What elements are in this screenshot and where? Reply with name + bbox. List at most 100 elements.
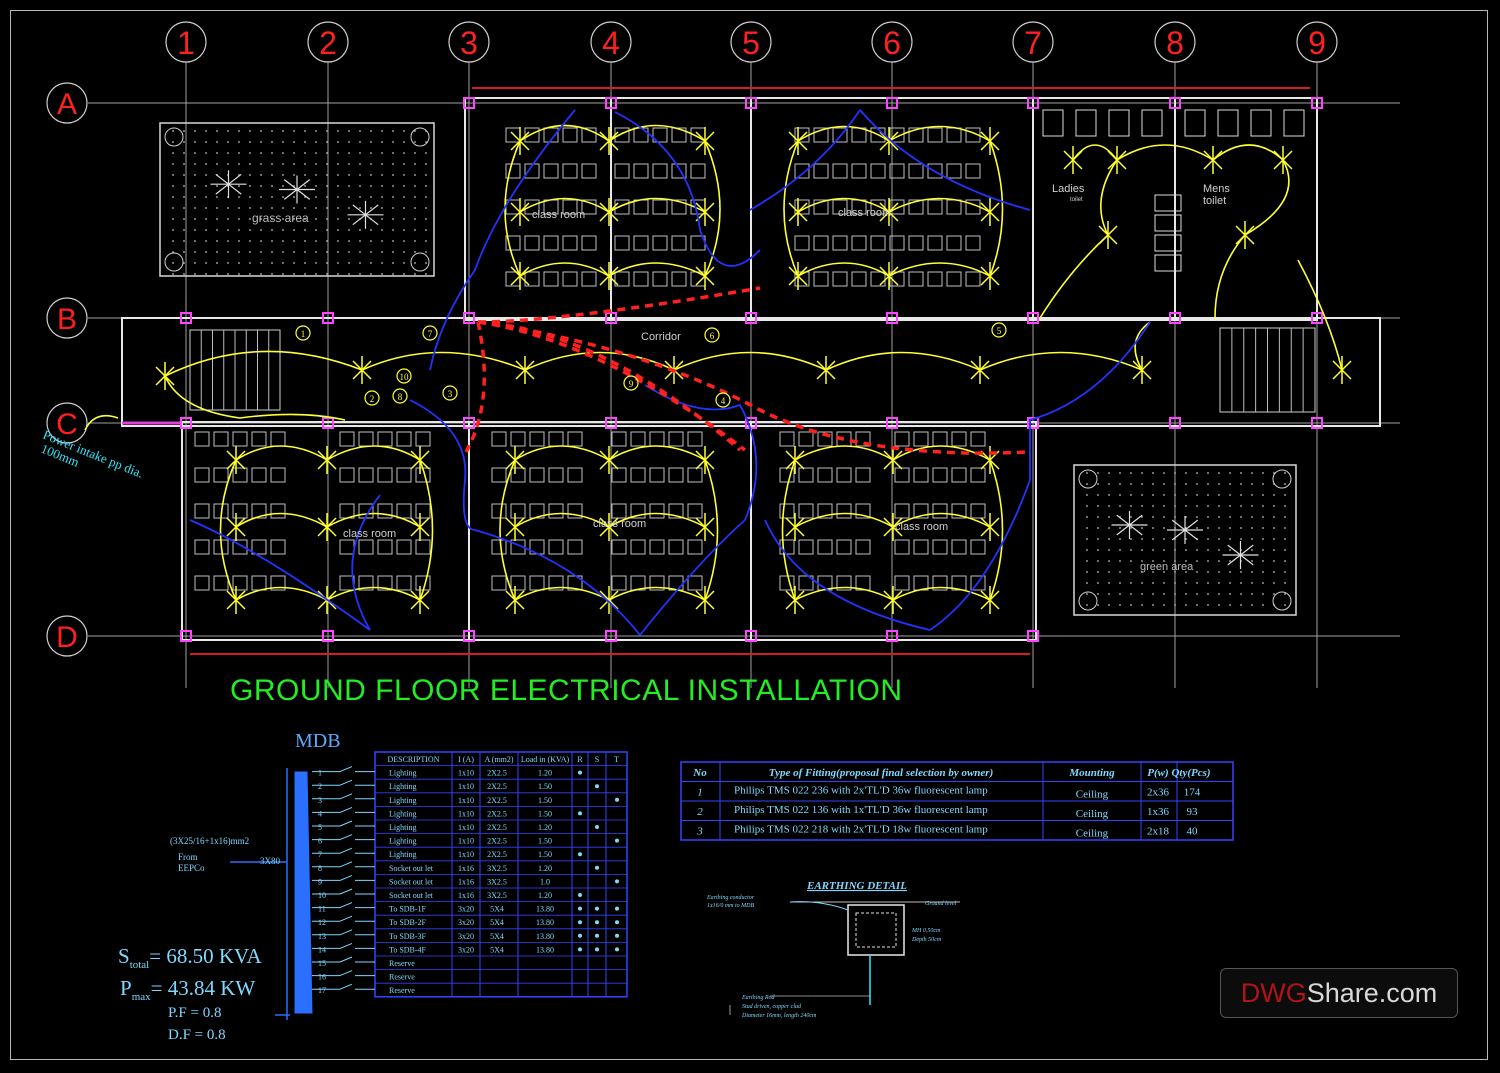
mdb-busbar <box>294 771 313 1014</box>
circuit-breaker <box>339 820 353 827</box>
garden-dot <box>1108 472 1110 474</box>
grid-row-label: D <box>56 621 78 654</box>
shrub <box>164 127 184 147</box>
garden-dot <box>1207 494 1209 496</box>
garden-dot <box>1218 560 1220 562</box>
garden-dot <box>370 240 372 242</box>
garden-dot <box>1119 593 1121 595</box>
grid-row-label: A <box>57 88 77 121</box>
circuit-breaker <box>339 942 353 949</box>
garden-dot <box>271 207 273 209</box>
structural-column <box>1311 97 1323 109</box>
circuit-cable: 5X4 <box>490 945 504 954</box>
desk <box>377 431 393 447</box>
garden-dot <box>183 273 185 275</box>
garden-dot <box>293 218 295 220</box>
lighting-circuit <box>1297 259 1343 371</box>
lighting-circuit <box>84 414 119 431</box>
garden-dot <box>1262 560 1264 562</box>
garden-dot <box>1163 472 1165 474</box>
garden-dot <box>1207 516 1209 518</box>
garden-dot <box>1119 505 1121 507</box>
desk <box>889 199 905 215</box>
desk <box>851 235 867 251</box>
garden-dot <box>1185 472 1187 474</box>
desk-group <box>894 431 986 591</box>
garden-dot <box>1218 527 1220 529</box>
lighting-circuit <box>794 445 991 461</box>
fitting-mounting: Ceiling <box>1076 789 1109 801</box>
garden-dot <box>326 251 328 253</box>
circuit-description: Socket out let <box>389 864 434 873</box>
circuit-breaker <box>339 834 353 841</box>
garden-dot <box>1108 538 1110 540</box>
garden-dot <box>238 163 240 165</box>
desk <box>505 235 521 251</box>
circuit-description: Reserve <box>389 986 415 995</box>
desk <box>652 127 668 143</box>
garden-dot <box>1130 538 1132 540</box>
shrub <box>1272 591 1292 611</box>
stair <box>1219 327 1316 413</box>
phase-mark-r <box>578 947 582 952</box>
desk <box>946 163 962 179</box>
circuit-number: 2 <box>318 782 322 791</box>
desk <box>194 575 210 591</box>
lighting-circuit <box>704 140 721 277</box>
garden-dot <box>1284 604 1286 606</box>
desk <box>913 431 929 447</box>
garden-dot <box>1086 604 1088 606</box>
garden-dot <box>1119 560 1121 562</box>
garden-dot <box>282 163 284 165</box>
garden-dot <box>271 185 273 187</box>
garden-dot <box>425 207 427 209</box>
desk <box>671 163 687 179</box>
garden-dot <box>238 141 240 143</box>
garden-dot <box>194 152 196 154</box>
garden-dot <box>1108 571 1110 573</box>
garden-dot <box>1251 494 1253 496</box>
garden-dot <box>260 229 262 231</box>
desk <box>932 503 948 519</box>
garden-dot <box>227 218 229 220</box>
garden-dot <box>359 240 361 242</box>
desk <box>213 431 229 447</box>
grid-bubble-col <box>590 21 632 63</box>
garden-dot <box>326 141 328 143</box>
desk <box>813 235 829 251</box>
garden-dot <box>304 163 306 165</box>
garden-dot <box>337 273 339 275</box>
wc-ladies <box>1042 109 1064 137</box>
garden-dot <box>282 218 284 220</box>
garden-dot <box>1108 582 1110 584</box>
garden-dot <box>216 130 218 132</box>
garden-dot <box>1163 560 1165 562</box>
garden-dot <box>326 185 328 187</box>
garden-dot <box>293 251 295 253</box>
wc-mens <box>1217 109 1239 137</box>
garden-dot <box>227 130 229 132</box>
garden-dot <box>1284 472 1286 474</box>
garden-dot <box>205 163 207 165</box>
garden-dot <box>1207 571 1209 573</box>
garden-dot <box>348 240 350 242</box>
garden-dot <box>1130 560 1132 562</box>
plant-leaf <box>1171 529 1186 541</box>
garden-dot <box>1108 505 1110 507</box>
garden-dot <box>403 218 405 220</box>
garden-dot <box>183 240 185 242</box>
desk <box>668 575 684 591</box>
desk <box>851 271 867 287</box>
desk <box>491 539 507 555</box>
lighting-circuit <box>797 262 991 277</box>
fitting-number: 3 <box>696 826 703 838</box>
garden-dot <box>194 196 196 198</box>
desk <box>510 503 526 519</box>
garden-dot <box>1207 538 1209 540</box>
garden-dot <box>1273 527 1275 529</box>
structural-column <box>605 97 617 109</box>
plant-leaf <box>283 189 298 200</box>
grid-bubble-row <box>46 297 88 339</box>
circuit-description: Reserve <box>389 973 415 982</box>
stair <box>189 329 281 411</box>
